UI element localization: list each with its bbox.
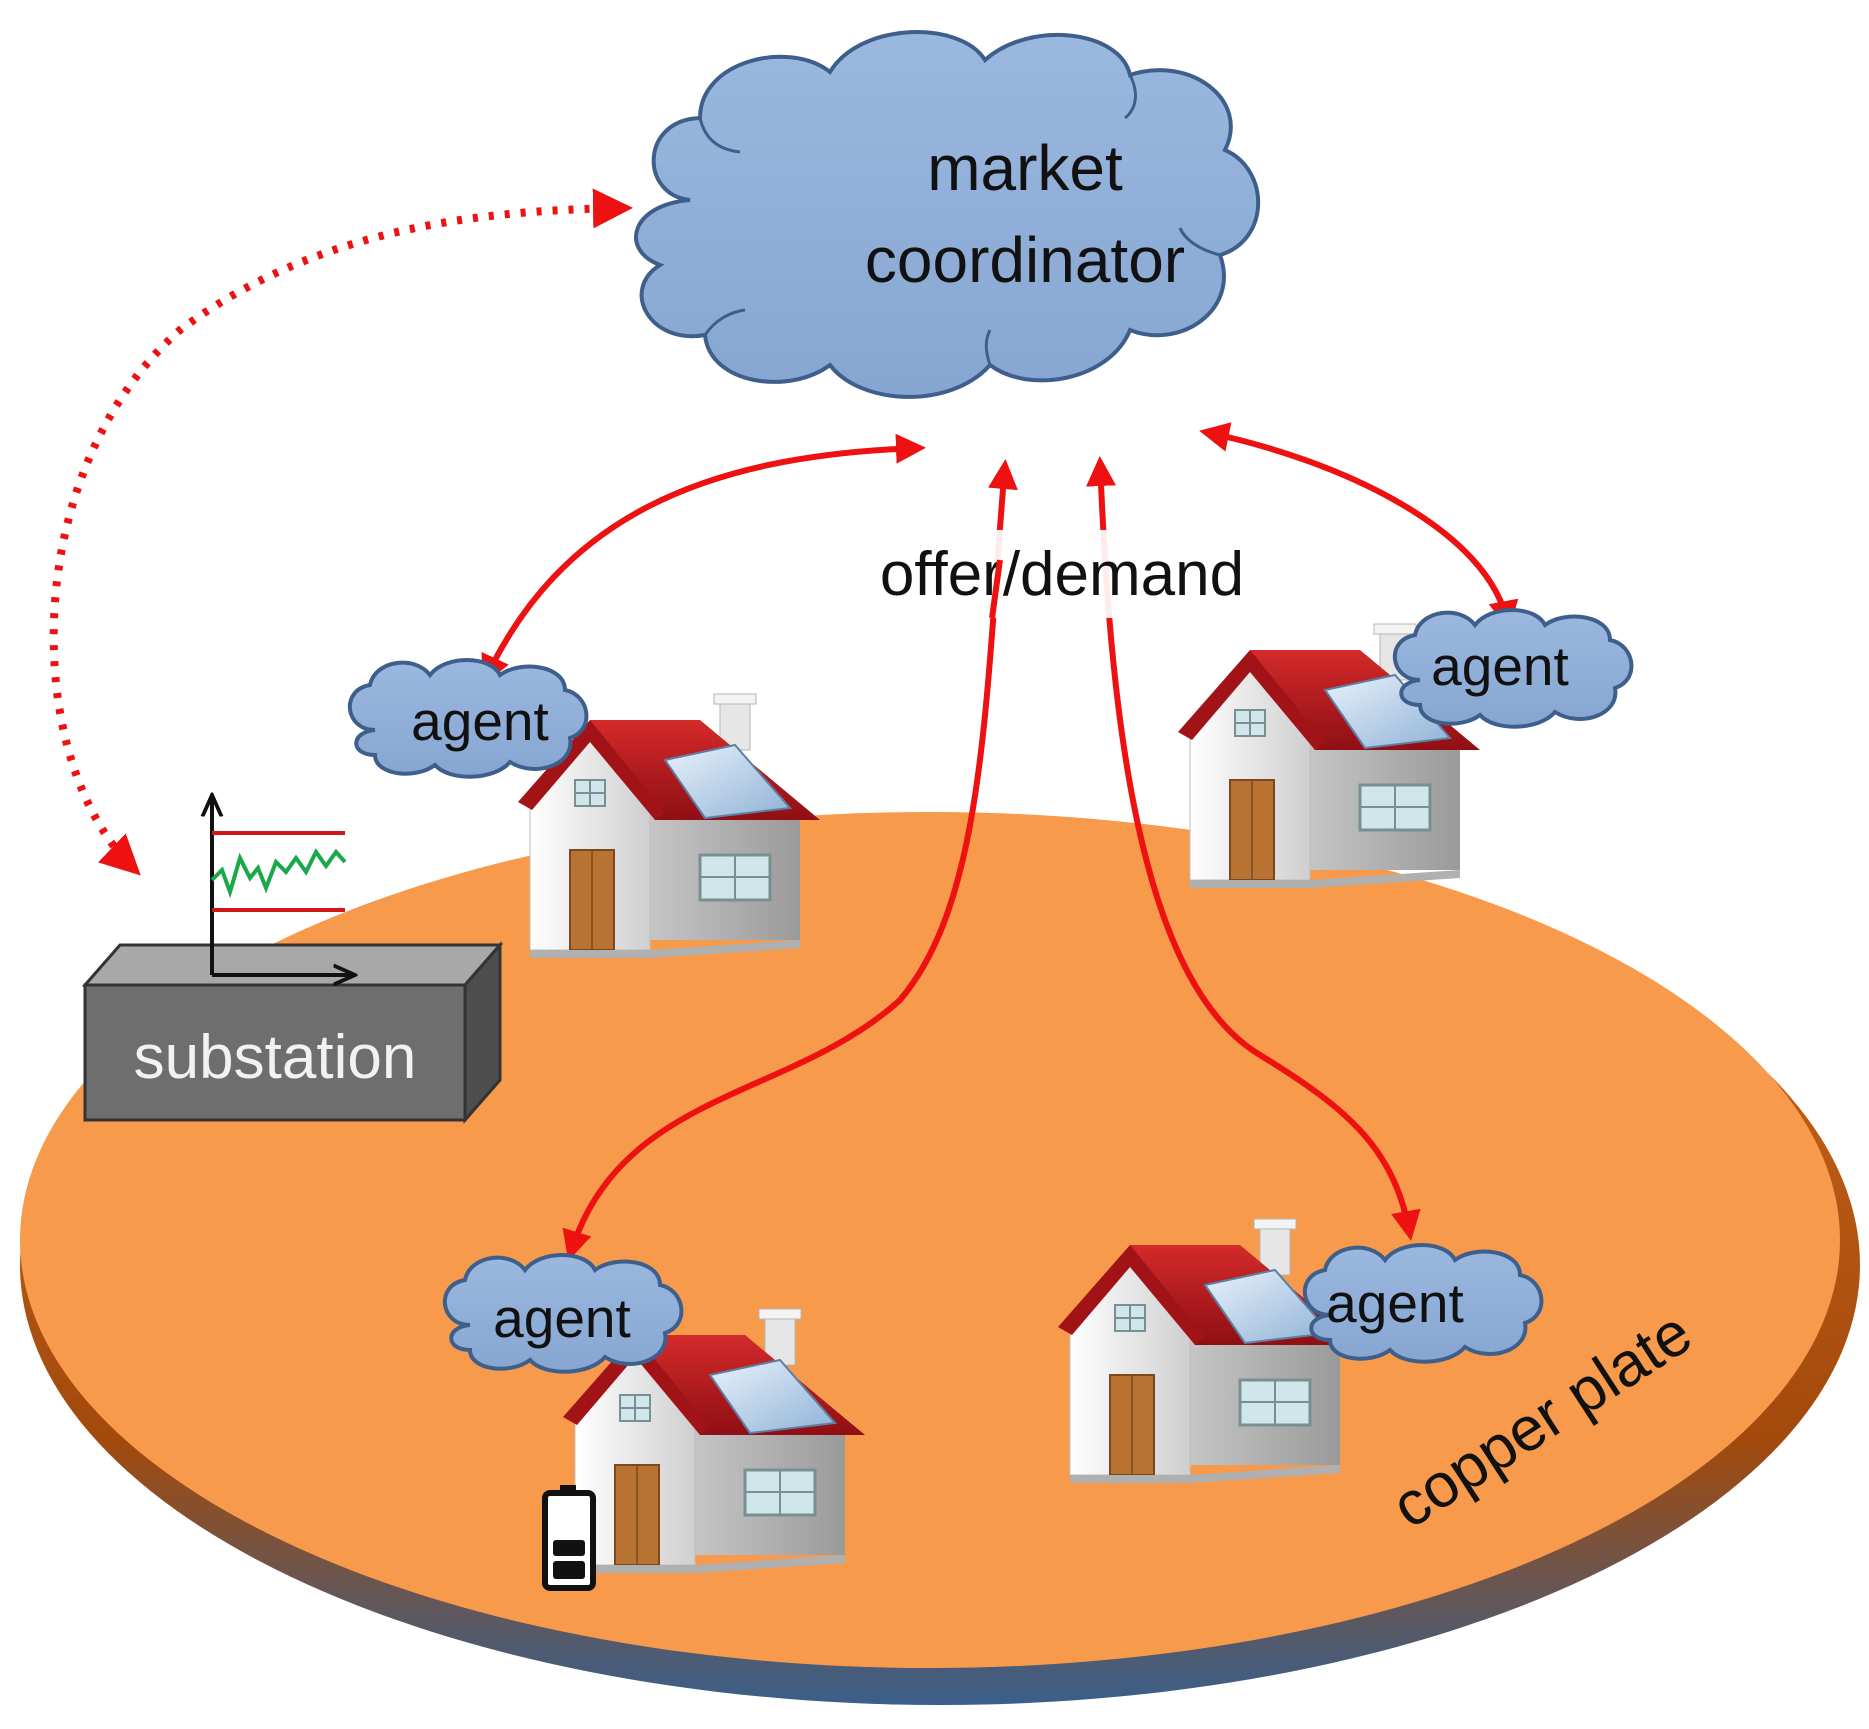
agent-cloud-1: agent [347,658,589,779]
agent-label-1: agent [411,690,549,752]
chart-icon [212,795,355,975]
offer-demand-label: offer/demand [880,540,1244,609]
substation-market-link [49,188,633,876]
arrow-agent-4 [1086,456,1421,1241]
agent-label-3: agent [493,1287,631,1349]
agent-label-2: agent [1431,635,1569,697]
cloud-icon [634,30,1261,399]
agent-cloud-3: agent [442,1253,684,1374]
battery-icon [542,1485,596,1591]
agent-cloud-2: agent [1392,608,1634,729]
agent-label-4: agent [1326,1272,1464,1334]
arrow-agent-3 [562,459,1018,1261]
substation: substation [81,941,504,1124]
market-coordinator-cloud: market coordinator [634,30,1261,399]
market-label-line2: coordinator [865,224,1185,296]
substation-label: substation [134,1023,417,1092]
market-label-line1: market [927,132,1123,204]
agent-cloud-4: agent [1302,1243,1544,1364]
